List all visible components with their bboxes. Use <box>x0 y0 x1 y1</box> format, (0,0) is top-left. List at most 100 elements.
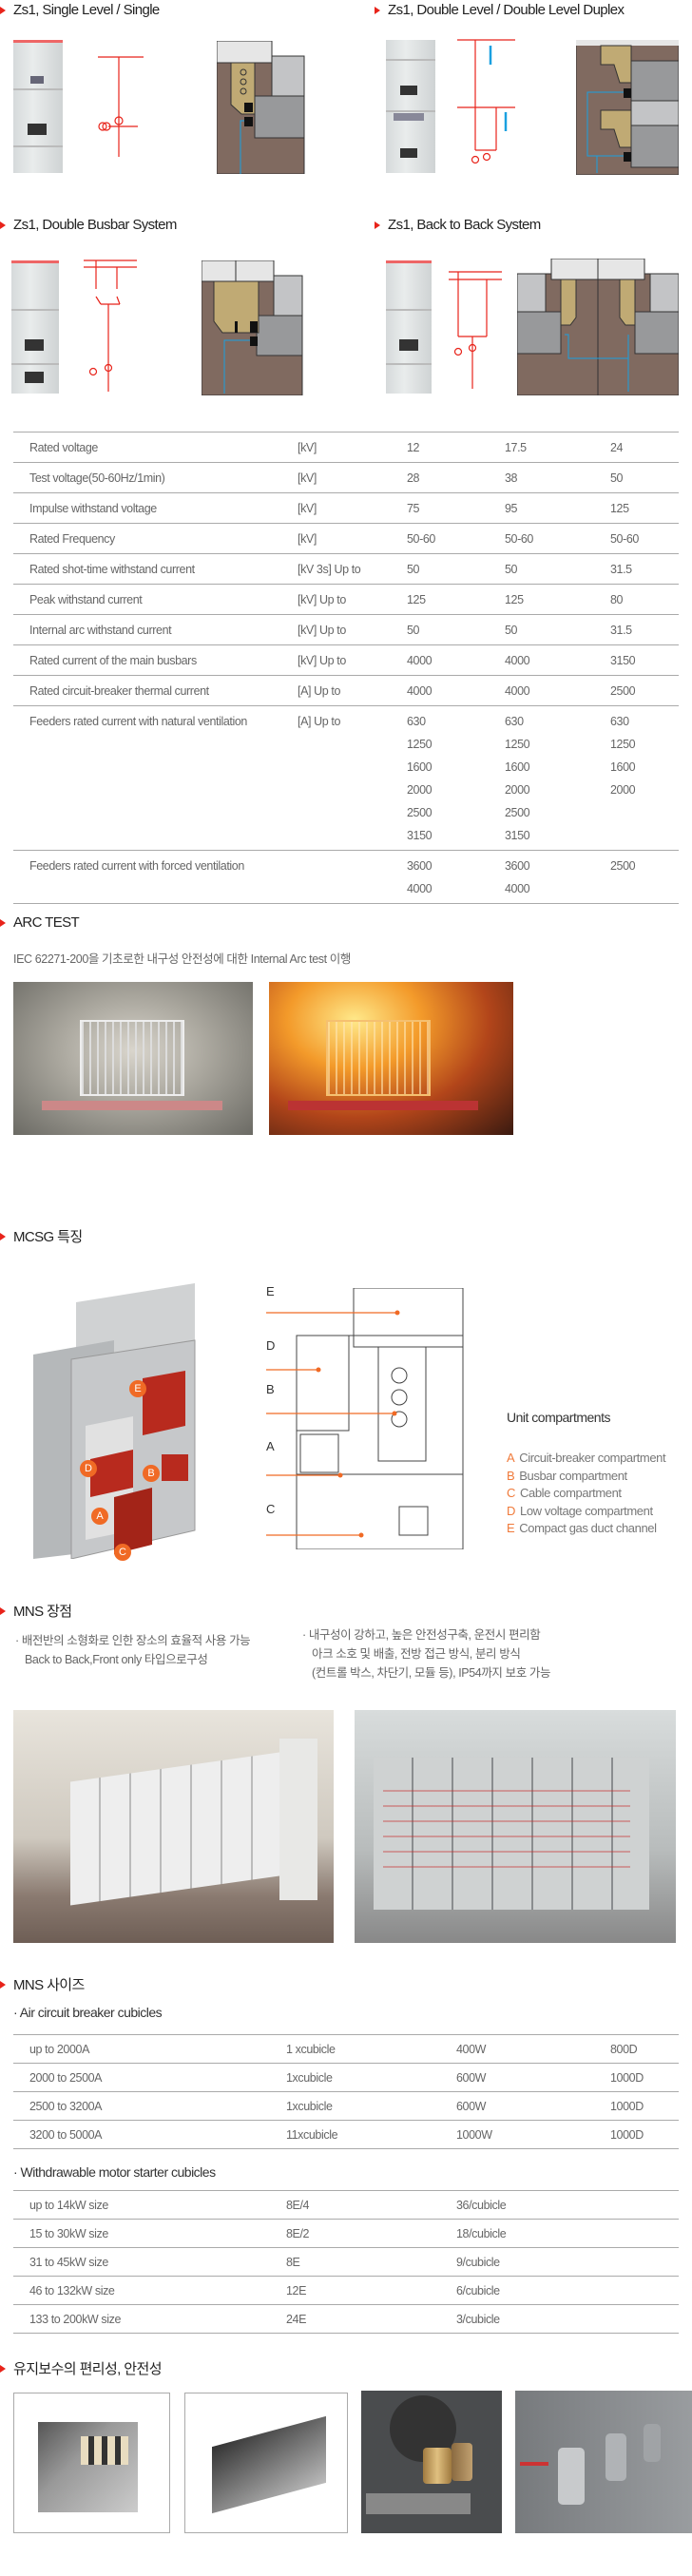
spec-unit: [kV] <box>298 502 317 515</box>
spec-label: Test voltage(50-60Hz/1min) <box>29 471 165 485</box>
size-cell: 1000W <box>456 2128 492 2142</box>
size-cell: 9/cubicle <box>456 2256 500 2269</box>
compartment-letter: E <box>507 1521 515 1535</box>
spec-value-cell: 75 <box>407 493 505 524</box>
bullet-arrow-icon <box>0 918 6 927</box>
advantage-line: · 배전반의 소형화로 인한 장소의 효율적 사용 가능 <box>15 1634 251 1647</box>
badge-c: C <box>114 1544 131 1561</box>
single-line-diagram-back-to-back <box>449 271 502 389</box>
size-cell: 1000D <box>610 2071 644 2085</box>
spec-value: 125 <box>505 593 524 606</box>
compartment-name: Busbar compartment <box>519 1468 627 1483</box>
bullet-arrow-icon <box>0 221 6 229</box>
section-title-text: Zs1, Back to Back System <box>388 217 541 233</box>
spec-value-cell: 95 <box>505 493 610 524</box>
spec-value: 2500 <box>610 684 636 698</box>
arc-test-photo-before <box>13 982 253 1135</box>
spec-value-cell: 28 <box>407 463 505 493</box>
spec-label: Rated shot-time withstand current <box>29 563 195 576</box>
spec-value: 4000 <box>505 684 530 698</box>
compartment-name: Low voltage compartment <box>520 1503 653 1518</box>
spec-value: 2000 <box>407 783 432 797</box>
spec-value-cell: 38 <box>505 463 610 493</box>
mcsg-section-diagram <box>266 1288 464 1549</box>
spec-value-cell: 24 <box>610 433 679 463</box>
spec-value-cell: 4000 <box>505 676 610 706</box>
cabinet-photo-double-level <box>386 40 435 173</box>
compartment-name: Compact gas duct channel <box>519 1521 657 1535</box>
size-cell: 1 xcubicle <box>286 2043 336 2056</box>
maintenance-photo-padlock <box>361 2391 502 2533</box>
spec-value: 1250 <box>610 738 636 751</box>
spec-value: 50 <box>610 471 624 485</box>
section-title-text: MNS 사이즈 <box>13 1977 85 1993</box>
advantage-line: (컨트롤 박스, 차단기, 모듈 등), IP54까지 보호 가능 <box>312 1666 551 1680</box>
cabinet-photo-single <box>13 40 63 173</box>
spec-value-cell: 50-60 <box>505 524 610 554</box>
spec-value: 95 <box>505 502 518 515</box>
spec-value: 630 <box>505 715 524 728</box>
spec-value: 2500 <box>610 859 636 873</box>
spec-value: 1250 <box>505 738 530 751</box>
size-cell: 3200 to 5000A <box>29 2128 103 2142</box>
advantage-line: Back to Back,Front only 타입으로구성 <box>25 1653 208 1666</box>
section-title-arc-test: ARC TEST <box>0 914 80 931</box>
spec-label: Rated voltage <box>29 441 98 454</box>
compartment-item: D Low voltage compartment <box>507 1503 665 1521</box>
cutaway-diagram-single <box>217 41 305 174</box>
size-cell: 3/cubicle <box>456 2313 500 2326</box>
spec-value: 125 <box>610 502 629 515</box>
spec-value: 125 <box>407 593 426 606</box>
spec-unit: [kV] Up to <box>298 593 346 606</box>
size-cell: 31 to 45kW size <box>29 2256 108 2269</box>
section-title-text: Zs1, Double Level / Double Level Duplex <box>388 2 625 18</box>
size-cell: 8E <box>286 2256 300 2269</box>
diagram-label-a: A <box>266 1439 275 1453</box>
section-title-text: ARC TEST <box>13 914 80 931</box>
spec-value: 1600 <box>407 760 432 774</box>
size-cell: up to 14kW size <box>29 2199 108 2212</box>
compartment-letter: D <box>507 1503 515 1518</box>
spec-value: 4000 <box>407 684 432 698</box>
size-cell: 24E <box>286 2313 307 2326</box>
section-title-text: Zs1, Single Level / Single <box>13 2 160 18</box>
spec-value: 12 <box>407 441 420 454</box>
spec-value: 1600 <box>610 760 636 774</box>
spec-value: 2000 <box>505 783 530 797</box>
size-cell: 600W <box>456 2071 487 2085</box>
spec-value-cell: 2500 <box>610 851 679 904</box>
spec-unit: [kV 3s] Up to <box>298 563 361 576</box>
bullet-arrow-icon <box>375 6 380 14</box>
spec-value-cell: 3150 <box>610 645 679 676</box>
spec-row: Rated current of the main busbars[kV] Up… <box>13 644 679 676</box>
spec-row: Rated circuit-breaker thermal current[A]… <box>13 675 679 706</box>
bullet-arrow-icon <box>375 221 380 229</box>
badge-b: B <box>143 1465 160 1482</box>
spec-value: 24 <box>610 441 624 454</box>
spec-value: 3150 <box>505 829 530 842</box>
section-title-double-busbar: Zs1, Double Busbar System <box>0 217 177 233</box>
size-cell: 600W <box>456 2100 487 2113</box>
spec-value: 4000 <box>505 882 530 895</box>
spec-value-cell: 50 <box>505 554 610 585</box>
spec-value-cell: 50-60 <box>610 524 679 554</box>
spec-value: 2500 <box>505 806 530 819</box>
mcsg-3d-illustration <box>33 1283 196 1559</box>
maintenance-photo-module <box>13 2393 170 2533</box>
spec-unit: [A] Up to <box>298 684 341 698</box>
spec-value: 50 <box>505 624 518 637</box>
size-cell: 36/cubicle <box>456 2199 507 2212</box>
size-cell: 1xcubicle <box>286 2071 333 2085</box>
bullet-arrow-icon <box>0 1606 6 1615</box>
